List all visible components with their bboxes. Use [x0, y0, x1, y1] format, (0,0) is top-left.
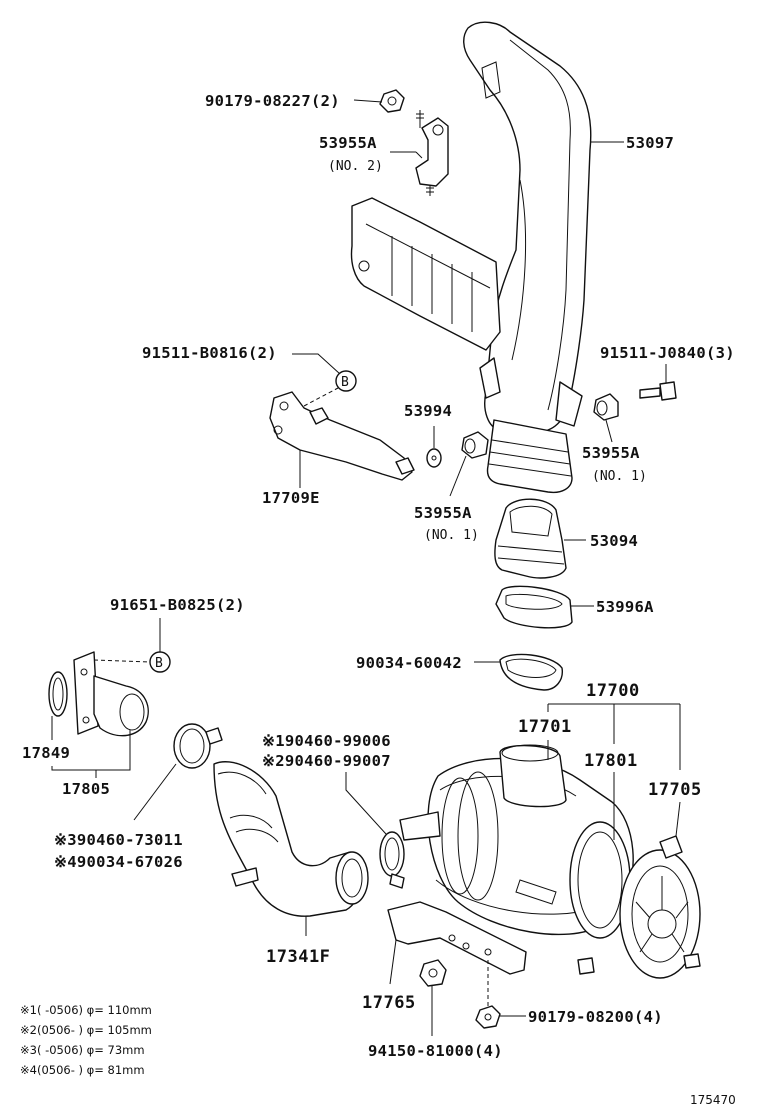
label-17709e: 17709E: [262, 489, 320, 507]
clamp-99006: [379, 831, 405, 889]
label-94150-81000: 94150-81000(4): [368, 1042, 503, 1060]
label-53955a-no1-left: 53955A: [414, 504, 472, 522]
marker-b-top-text: B: [341, 375, 349, 390]
nut-icon: [379, 89, 405, 113]
label-53955a-no2-sub: (NO. 2): [328, 159, 383, 174]
gasket-17849: [48, 671, 68, 717]
bracket-17709e: [269, 391, 415, 481]
duct-outlet-bellows: [479, 357, 583, 494]
seal-53996a: [495, 585, 573, 629]
label-17765: 17765: [362, 993, 416, 1013]
label-17700: 17700: [586, 681, 640, 701]
heat-shield: [350, 197, 501, 351]
bracket-17765: [387, 901, 527, 975]
label-90034-67026: ※490034-67026: [54, 853, 183, 871]
label-90460-99006: ※190460-99006: [262, 732, 391, 750]
label-53955a-no2: 53955A: [319, 134, 377, 152]
label-17701: 17701: [518, 717, 572, 737]
gasket-60042: [499, 653, 563, 691]
label-53955a-no1-left-sub: (NO. 1): [424, 528, 479, 543]
label-17849: 17849: [22, 744, 70, 762]
label-17805: 17805: [62, 780, 110, 798]
label-91511-j0840: 91511-J0840(3): [600, 344, 735, 362]
footnote-1: ※1( -0506) φ= 110mm: [20, 1003, 152, 1017]
bracket-no2: [415, 110, 449, 196]
grommet-no1-left: [461, 431, 489, 459]
label-90460-73011: ※390460-73011: [54, 831, 183, 849]
label-90179-08200: 90179-08200(4): [528, 1008, 663, 1026]
label-91511-b0816: 91511-B0816(2): [142, 344, 277, 362]
duct-53094: [494, 498, 567, 579]
bolt-icon: [639, 381, 677, 401]
label-53094: 53094: [590, 532, 638, 550]
marker-b-bottom-text: B: [155, 656, 163, 671]
label-53955a-no1-right: 53955A: [582, 444, 640, 462]
label-17341f: 17341F: [266, 947, 330, 967]
label-53996a: 53996A: [596, 598, 654, 616]
footnote-3: ※3( -0506) φ= 73mm: [20, 1043, 145, 1057]
marker-b-top: [335, 370, 357, 392]
label-53994: 53994: [404, 402, 452, 420]
label-17801: 17801: [584, 751, 638, 771]
label-53955a-no1-right-sub: (NO. 1): [592, 469, 647, 484]
washer-53994: [426, 448, 442, 468]
label-90179-08227: 90179-08227(2): [205, 92, 340, 110]
label-91651-b0825: 91651-B0825(2): [110, 596, 245, 614]
label-17705: 17705: [648, 780, 702, 800]
footnotes: ※1( -0506) φ= 110mm ※2(0506- ) φ= 105mm …: [20, 1003, 152, 1077]
grommet-no1-right: [593, 393, 619, 421]
label-53097: 53097: [626, 134, 674, 152]
clamp-73011: [173, 723, 223, 769]
hose-17341f: [213, 761, 369, 917]
nut-08200: [475, 1005, 501, 1029]
footnote-4: ※4(0506- ) φ= 81mm: [20, 1063, 145, 1077]
pipe-17805: [73, 651, 149, 737]
nut-81000: [419, 959, 447, 987]
air-cleaner-17700: [399, 744, 701, 979]
label-90034-60042: 90034-60042: [356, 654, 462, 672]
label-90460-99007: ※290460-99007: [262, 752, 391, 770]
footnote-2: ※2(0506- ) φ= 105mm: [20, 1023, 152, 1037]
figure-number: 175470: [690, 1093, 736, 1107]
